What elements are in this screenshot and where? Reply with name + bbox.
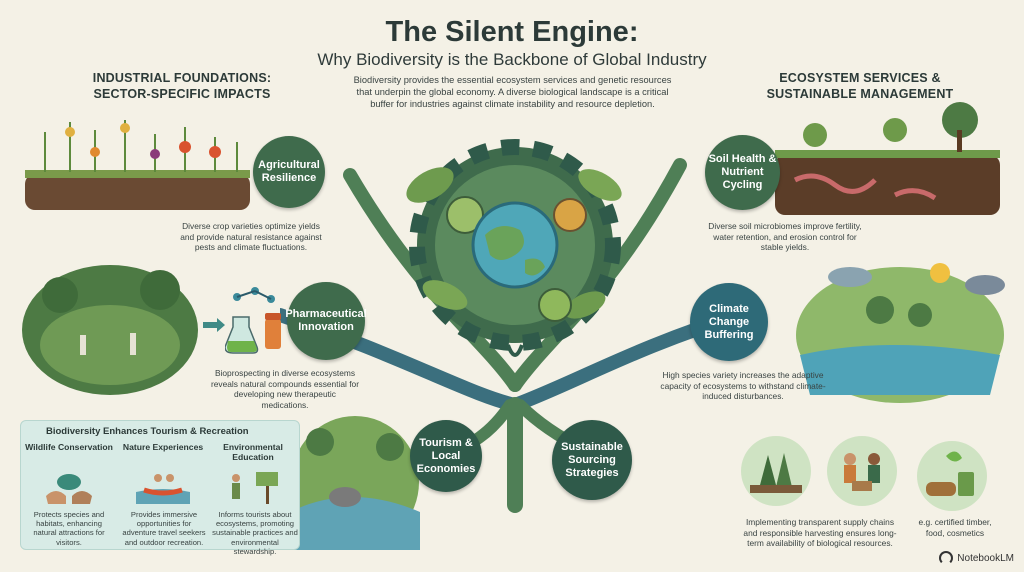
node-tourism-label: Tourism & Local Economies — [416, 436, 476, 475]
sourcing-description: Implementing transparent supply chains a… — [743, 517, 897, 548]
education-title: Environmental Education — [223, 442, 283, 462]
kayak-icon — [136, 474, 190, 504]
climate-landscape-illustration — [796, 263, 1005, 403]
hands-turtle-icon — [46, 474, 92, 504]
products-circle-illustration — [917, 441, 987, 511]
node-sustainable-sourcing[interactable]: Sustainable Sourcing Strategies — [552, 420, 632, 500]
wildlife-title: Wildlife Conservation — [25, 442, 113, 452]
right-heading-line2: SUSTAINABLE MANAGEMENT — [766, 87, 954, 101]
soil-roots-illustration — [775, 102, 1000, 215]
panel-column-wildlife: Wildlife Conservation — [24, 442, 114, 452]
climate-description: High species variety increases the adapt… — [660, 370, 826, 401]
nature-description: Provides immersive opportunities for adv… — [122, 510, 206, 547]
left-heading-line2: SECTOR-SPECIFIC IMPACTS — [93, 87, 271, 101]
node-soil-label: Soil Health & Nutrient Cycling — [708, 153, 777, 191]
footer-brand-text: NotebookLM — [957, 552, 1014, 564]
page-title: The Silent Engine: — [385, 16, 639, 48]
forest-circle-illustration — [741, 436, 811, 506]
page-subtitle: Why Biodiversity is the Backbone of Glob… — [317, 50, 707, 69]
node-agricultural-resilience[interactable]: Agricultural Resilience — [253, 136, 325, 208]
panel-column-education: Environmental Education — [210, 442, 296, 462]
rainforest-illustration — [22, 265, 198, 395]
wildlife-description: Protects species and habitats, enhancing… — [33, 510, 105, 547]
right-heading-line1: ECOSYSTEM SERVICES & — [779, 71, 941, 85]
farmers-circle-illustration — [827, 436, 897, 506]
guide-sign-icon — [232, 472, 278, 504]
left-section-heading: INDUSTRIAL FOUNDATIONS: SECTOR-SPECIFIC … — [52, 70, 312, 102]
crops-soil-illustration — [25, 120, 250, 210]
tourism-landscape-illustration — [290, 416, 420, 550]
soil-description: Diverse soil microbiomes improve fertili… — [708, 221, 862, 252]
arrow-icon — [203, 318, 225, 332]
node-climate-buffering[interactable]: Climate Change Buffering — [690, 283, 768, 361]
node-tourism-local-economies[interactable]: Tourism & Local Economies — [410, 420, 482, 492]
node-agri-label: Agricultural Resilience — [258, 159, 320, 184]
pharma-description: Bioprospecting in diverse ecosystems rev… — [210, 368, 360, 410]
education-description: Informs tourists about ecosystems, promo… — [212, 510, 298, 556]
right-section-heading: ECOSYSTEM SERVICES & SUSTAINABLE MANAGEM… — [735, 70, 985, 102]
node-sourcing-label: Sustainable Sourcing Strategies — [561, 440, 623, 479]
node-soil-health[interactable]: Soil Health & Nutrient Cycling — [705, 135, 780, 210]
nature-title: Nature Experiences — [122, 442, 204, 452]
intro-text: Biodiversity provides the essential ecos… — [353, 75, 672, 109]
tourism-panel-title: Biodiversity Enhances Tourism & Recreati… — [46, 426, 249, 437]
node-pharmaceutical-innovation[interactable]: Pharmaceutical Innovation — [285, 282, 367, 360]
footer-brand: NotebookLM — [939, 551, 1014, 565]
node-climate-label: Climate Change Buffering — [704, 302, 754, 341]
left-heading-line1: INDUSTRIAL FOUNDATIONS: — [92, 71, 272, 85]
lab-flask-icon — [225, 287, 281, 354]
agri-description: Diverse crop varieties optimize yields a… — [180, 221, 322, 252]
sourcing-example: e.g. certified timber, food, cosmetics — [918, 517, 992, 538]
central-tree-illustration — [280, 139, 747, 513]
node-pharma-label: Pharmaceutical Innovation — [285, 308, 367, 333]
notebooklm-logo-icon — [939, 551, 954, 565]
panel-column-nature: Nature Experiences — [118, 442, 208, 452]
